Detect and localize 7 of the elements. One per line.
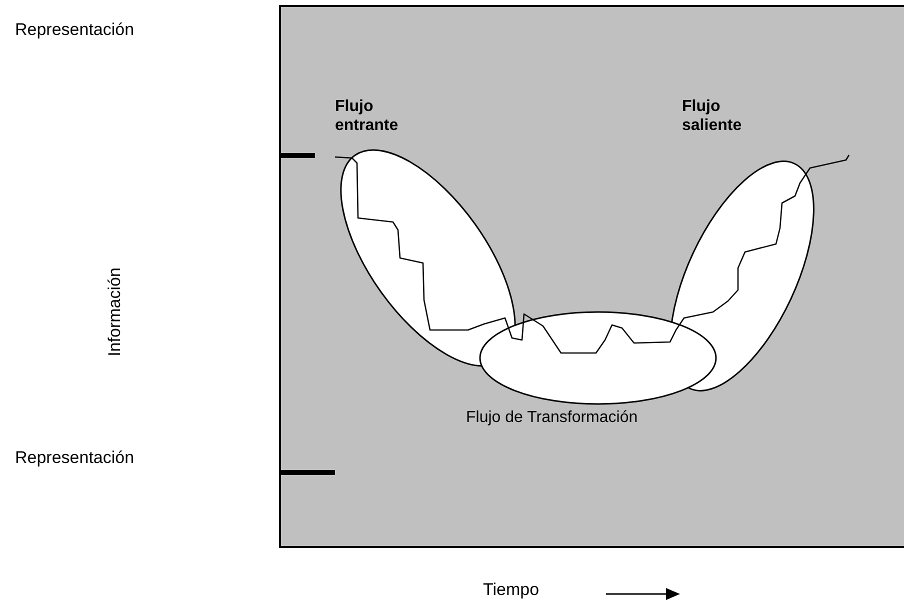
axis-label: Tiempo <box>483 580 540 600</box>
level-label: Representación <box>15 448 134 468</box>
flow-label: Flujo saliente <box>682 97 743 135</box>
flow-label: Flujo entrante <box>335 97 400 135</box>
axis-label: Información <box>105 268 125 356</box>
level-label: Representación <box>15 20 134 40</box>
flow-label: Flujo de Transformación <box>466 408 638 427</box>
